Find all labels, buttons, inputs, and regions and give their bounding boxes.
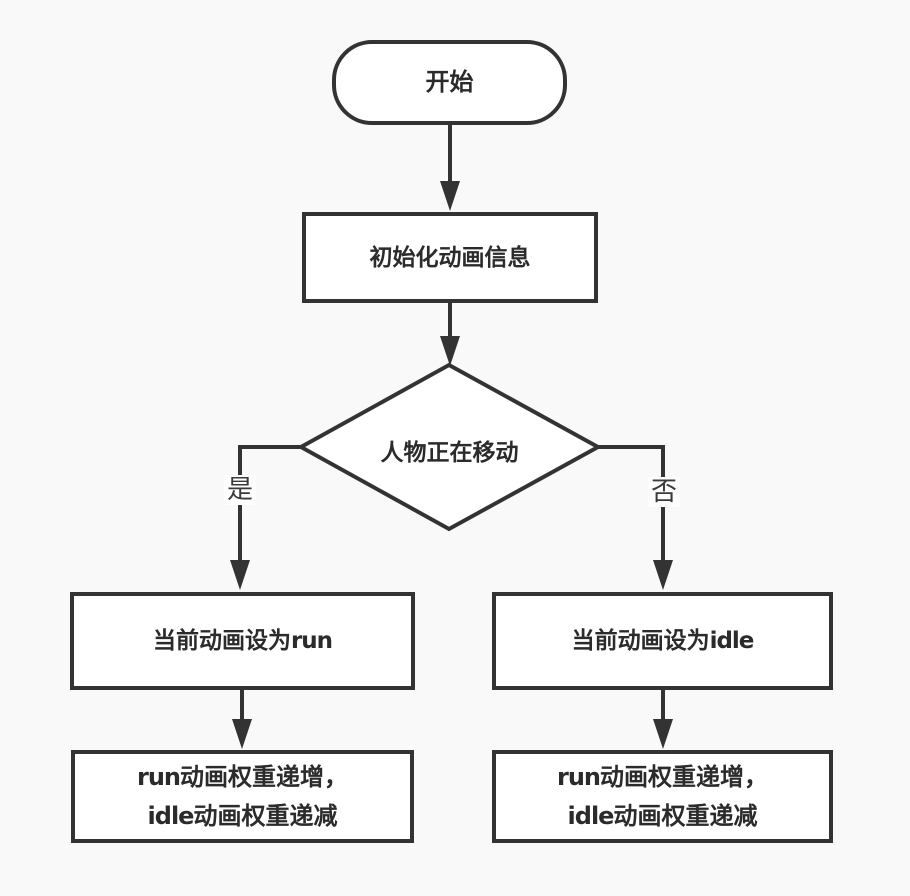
init-node: 初始化动画信息 — [302, 212, 598, 303]
arrowhead-to-weights-left — [232, 719, 252, 749]
set-run-node: 当前动画设为run — [70, 592, 415, 690]
arrowhead-to-idle — [653, 560, 673, 590]
set-idle-node: 当前动画设为idle — [492, 592, 833, 690]
edge-decision-no — [594, 445, 665, 565]
decision-node-label: 人物正在移动 — [380, 439, 519, 465]
arrowhead-to-run — [230, 560, 250, 590]
start-node-label: 开始 — [425, 68, 474, 96]
start-node: 开始 — [332, 40, 567, 125]
set-idle-node-label: 当前动画设为idle — [571, 626, 755, 654]
decision-diamond — [296, 362, 603, 532]
edge-decision-yes — [238, 445, 305, 565]
no-edge-label: 否 — [648, 477, 681, 507]
weights-left-node: run动画权重递增， idle动画权重递减 — [71, 750, 414, 843]
arrowhead-to-decision — [440, 336, 460, 366]
weights-right-node-label: run动画权重递增， idle动画权重递减 — [556, 762, 768, 830]
arrowhead-to-weights-right — [653, 719, 673, 749]
weights-left-node-label: run动画权重递增， idle动画权重递减 — [136, 762, 348, 830]
init-node-label: 初始化动画信息 — [369, 243, 531, 270]
yes-edge-label: 是 — [224, 475, 257, 505]
weights-right-node: run动画权重递增， idle动画权重递减 — [492, 750, 833, 843]
arrowhead-to-init — [440, 181, 460, 211]
set-run-node-label: 当前动画设为run — [152, 626, 333, 654]
